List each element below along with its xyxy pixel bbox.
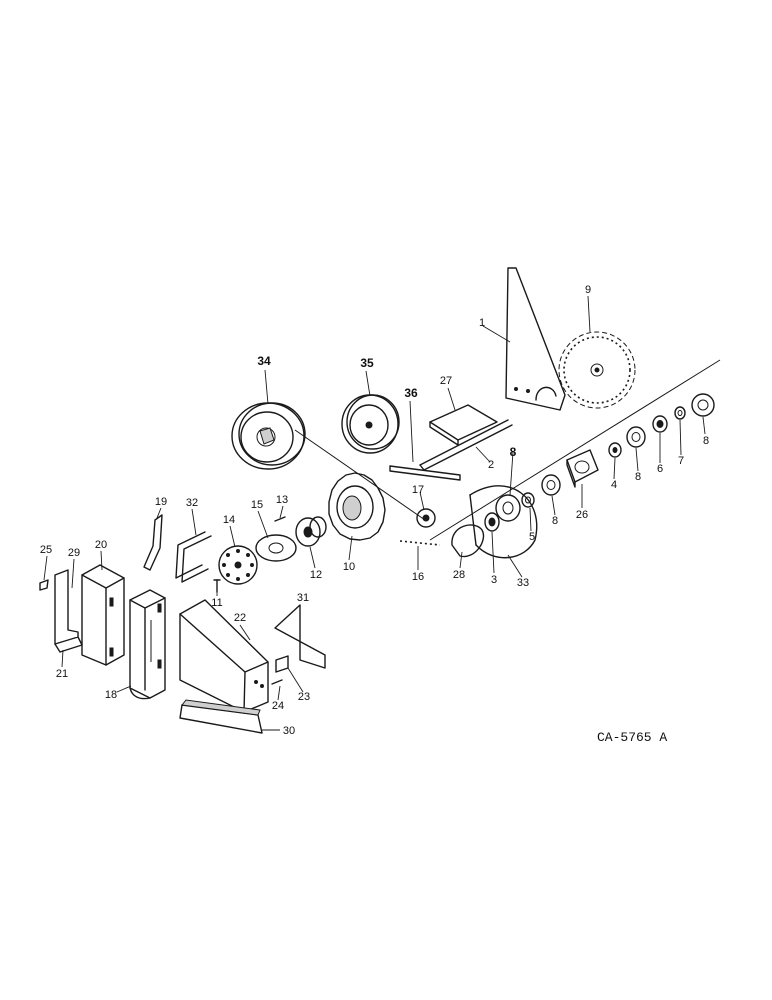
callout-32: 32: [186, 497, 198, 509]
part-22-main-shield: [179, 599, 269, 713]
callout-10: 10: [343, 561, 355, 573]
part-5-washer: [521, 492, 535, 508]
part-26-bearing-housing: [566, 449, 599, 488]
assembly-axis-line: [294, 359, 721, 541]
callout-labels: 1 9 34 35 36 27 2 8 17 10 16 28 3 33 5 8…: [40, 284, 709, 737]
part-32-u-bracket: [175, 531, 212, 583]
drawing-code: CA-5765 A: [597, 730, 667, 745]
part-20-box-cover: [81, 564, 125, 666]
callout-8d: 8: [703, 435, 709, 447]
callout-13: 13: [276, 494, 288, 506]
callout-8c: 8: [635, 471, 641, 483]
part-31-triangle-shield: [274, 604, 326, 669]
part-7-ring: [674, 406, 686, 420]
callout-35: 35: [360, 356, 374, 370]
callout-17: 17: [412, 484, 424, 496]
callout-11: 11: [211, 597, 222, 609]
part-8-flange-bearing-a: [495, 494, 521, 522]
part-33-half-disc: [469, 485, 538, 559]
part-17-small-sprocket: [416, 508, 436, 528]
part-30-bottom-pan: [179, 699, 263, 734]
callout-19: 19: [155, 496, 167, 508]
part-4-collar: [608, 442, 622, 458]
callout-30: 30: [283, 725, 295, 737]
part-1-bracket-plate: [505, 267, 566, 411]
part-8-flange-bearing-b: [541, 474, 561, 496]
callout-7: 7: [678, 455, 684, 467]
part-12-hub: [295, 516, 327, 547]
callout-36: 36: [404, 386, 418, 400]
callout-31: 31: [297, 592, 309, 604]
callout-25: 25: [40, 544, 52, 556]
callout-8a: 8: [510, 445, 517, 459]
callout-21: 21: [56, 668, 68, 680]
part-35-pulley: [341, 394, 400, 454]
part-10-large-sprocket: [328, 472, 386, 541]
callout-18: 18: [105, 689, 117, 701]
callout-24: 24: [272, 700, 284, 712]
part-8-flange-bearing-c: [626, 426, 646, 448]
part-21-angle-bracket: [54, 569, 83, 653]
part-27-plate: [429, 404, 498, 446]
callout-4: 4: [611, 479, 617, 491]
part-23-clip: [275, 655, 289, 673]
callout-8b: 8: [552, 515, 558, 527]
callout-5: 5: [529, 531, 535, 543]
callout-15: 15: [251, 499, 263, 511]
callout-12: 12: [310, 569, 322, 581]
part-9-phantom-sprocket: [558, 331, 636, 409]
callout-3: 3: [491, 574, 497, 586]
part-28-cone: [451, 524, 485, 558]
part-24-bolt: [271, 679, 283, 685]
callout-33: 33: [517, 577, 529, 589]
part-11-bolt: [213, 579, 221, 593]
part-36-key: [389, 465, 461, 481]
callout-20: 20: [95, 539, 107, 551]
part-15-washer: [255, 534, 297, 562]
part-6-bearing: [652, 415, 668, 433]
callout-2: 2: [488, 459, 494, 471]
callout-16: 16: [412, 571, 424, 583]
leader-lines: [43, 295, 706, 731]
part-3-hub: [484, 512, 500, 532]
callout-14: 14: [223, 514, 235, 526]
part-18-channel-cover: [129, 589, 166, 700]
part-8-flange-bearing-d: [691, 393, 715, 417]
callout-26: 26: [576, 509, 588, 521]
part-25-clip: [39, 579, 49, 591]
callout-27: 27: [440, 375, 452, 387]
part-16-chain: [399, 540, 441, 546]
part-14-perforated-disc: [218, 545, 258, 585]
part-2-shaft: [419, 419, 513, 471]
callout-34: 34: [257, 354, 271, 368]
callout-1: 1: [479, 317, 485, 329]
callout-28: 28: [453, 569, 465, 581]
part-19-strap: [143, 514, 163, 571]
callout-9: 9: [585, 284, 591, 296]
part-13-pin: [274, 516, 286, 522]
callout-29: 29: [68, 547, 80, 559]
callout-22: 22: [234, 612, 246, 624]
callout-23: 23: [298, 691, 310, 703]
part-34-large-pulley: [231, 402, 306, 470]
callout-6: 6: [657, 463, 663, 475]
